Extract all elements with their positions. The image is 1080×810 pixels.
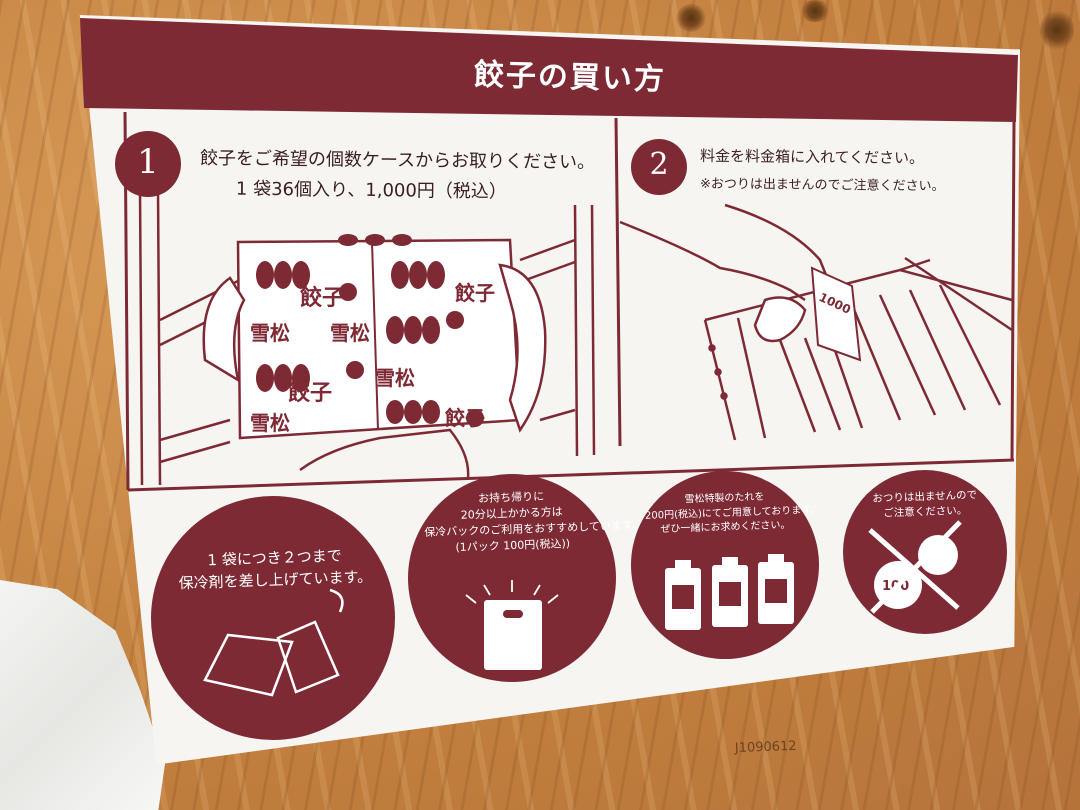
step-1-instruction: 餃子をご希望の個数ケースからお取りください。: [199, 147, 596, 174]
step-1-price: 1 袋36個入り、1,000円（税込）: [235, 178, 507, 203]
package-brand-name: 雪松: [375, 366, 415, 390]
package-product-name: 餃子: [300, 285, 344, 311]
board-title: 餃子の買い方: [473, 57, 667, 98]
step-2-note: ※おつりは出ませんのでご注意ください。: [699, 176, 945, 195]
shelf-illustration: [138, 189, 596, 486]
step-2-instruction: 料金を料金箱に入れてください。: [699, 146, 925, 168]
step-1-number: 1: [137, 142, 159, 182]
package-brand-name: 雪松: [250, 411, 290, 435]
hand-inserting-money: 1000: [619, 203, 862, 362]
cooler-bag-text: お持ち帰りに 20分以上かかる方は 保冷バックのご利用をおすすめしています。 (…: [423, 487, 643, 557]
sauce-bottles-icon: [665, 554, 794, 630]
gyoza-package: 餃子 雪松 餃子 雪松 餃子 雪松 餃子 雪松: [236, 234, 522, 440]
package-brand-name: 雪松: [330, 321, 370, 345]
step-2-circle: [631, 139, 687, 195]
sauce-text: 雪松特製のたれを 200円(税込)にてご用意しております。 ぜひ一緒にお求めくだ…: [644, 489, 821, 538]
no-change-coins-icon: 100: [868, 520, 962, 614]
step-1-circle: [115, 131, 181, 197]
step-2-number: 2: [649, 147, 669, 182]
package-brand-name: 雪松: [250, 321, 290, 345]
wood-knot: [676, 4, 706, 32]
package-product-name: 餃子: [455, 281, 495, 305]
info-circle-ice-pack: [151, 496, 395, 740]
info-circle-cooler-bag: [408, 474, 616, 682]
wood-knot: [800, 0, 830, 22]
hands-illustration: [202, 263, 547, 479]
ice-pack-text: 1 袋につき２つまで 保冷剤を差し上げています。: [169, 544, 380, 595]
cooler-bag-icon: [465, 580, 559, 670]
wood-stamp: J1090612: [734, 739, 797, 756]
package-product-name: 餃子: [445, 406, 485, 430]
cash-box-illustration: [703, 256, 1013, 441]
ice-pack-icon: [203, 588, 344, 697]
title-band: [80, 18, 1018, 122]
package-product-name: 餃子: [288, 380, 332, 406]
no-change-text: おつりは出ませんので ご注意ください。: [862, 488, 989, 523]
wood-knot: [1040, 10, 1074, 50]
